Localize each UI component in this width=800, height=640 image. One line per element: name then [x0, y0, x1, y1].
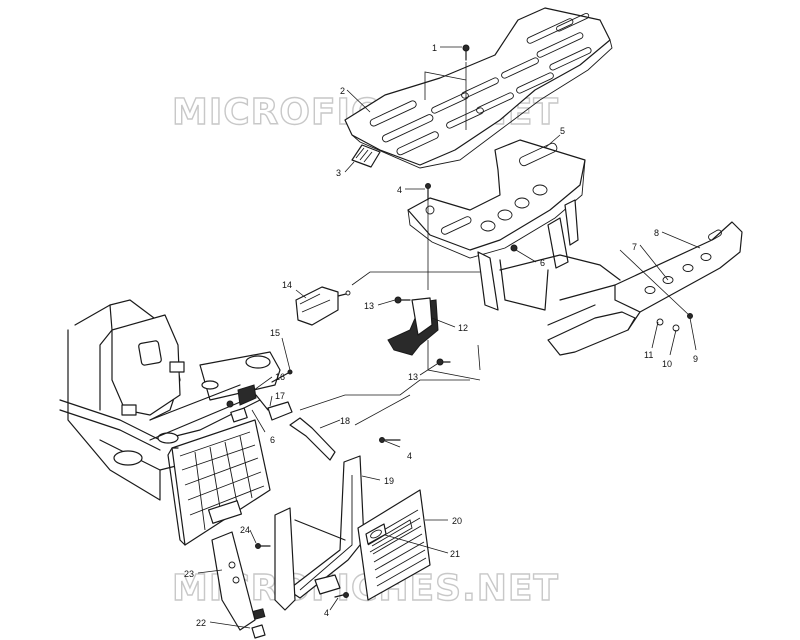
support-19 [274, 455, 365, 611]
callout-labels: 1 2 3 4 5 6 7 8 9 10 11 12 13 13 14 15 1… [184, 43, 698, 628]
rear-rack [344, 7, 613, 169]
panel-20 [357, 489, 431, 601]
skid-plate-23 [211, 531, 266, 639]
callout-24: 24 [240, 525, 250, 535]
bolt-13-upper [394, 296, 411, 304]
callout-23: 23 [184, 569, 194, 579]
radiator [167, 407, 271, 546]
bracket-16-17 [226, 369, 293, 421]
callout-8: 8 [654, 228, 659, 238]
bolt-4-mid [379, 437, 401, 443]
callout-18: 18 [340, 416, 350, 426]
callout-21: 21 [450, 549, 460, 559]
callout-1: 1 [432, 43, 437, 53]
bolt-13-lower [436, 358, 451, 366]
callout-19: 19 [384, 476, 394, 486]
callout-13-upper: 13 [364, 301, 374, 311]
taillight-14 [295, 271, 480, 326]
callout-9: 9 [693, 354, 698, 364]
callout-4-mid: 4 [407, 451, 412, 461]
bracket-12 [387, 297, 481, 381]
callout-22: 22 [196, 618, 206, 628]
callout-7: 7 [632, 242, 637, 252]
callout-6-left: 6 [270, 435, 275, 445]
frame-assembly [59, 299, 281, 501]
bolt-4-bottom [334, 592, 349, 598]
callout-leaders [197, 46, 701, 629]
callout-4-top: 4 [397, 185, 402, 195]
rear-bumper [499, 221, 743, 356]
callout-6-right: 6 [540, 258, 545, 268]
callout-3: 3 [336, 168, 341, 178]
callout-16: 16 [275, 372, 285, 382]
bolt-24 [255, 543, 271, 549]
bolt-4-top [425, 183, 431, 290]
rack-support [407, 139, 586, 311]
callout-17: 17 [275, 391, 285, 401]
callout-15: 15 [270, 328, 280, 338]
callout-2: 2 [340, 86, 345, 96]
callout-10: 10 [662, 359, 672, 369]
callout-14: 14 [282, 280, 292, 290]
callout-5: 5 [560, 126, 565, 136]
callout-20: 20 [452, 516, 462, 526]
hose-18 [289, 417, 336, 461]
callout-13-lower: 13 [408, 372, 418, 382]
bolt-1 [424, 44, 470, 130]
callout-4-bottom: 4 [324, 608, 329, 618]
callout-11: 11 [644, 350, 653, 360]
decal-3 [351, 144, 381, 168]
callout-12: 12 [458, 323, 468, 333]
